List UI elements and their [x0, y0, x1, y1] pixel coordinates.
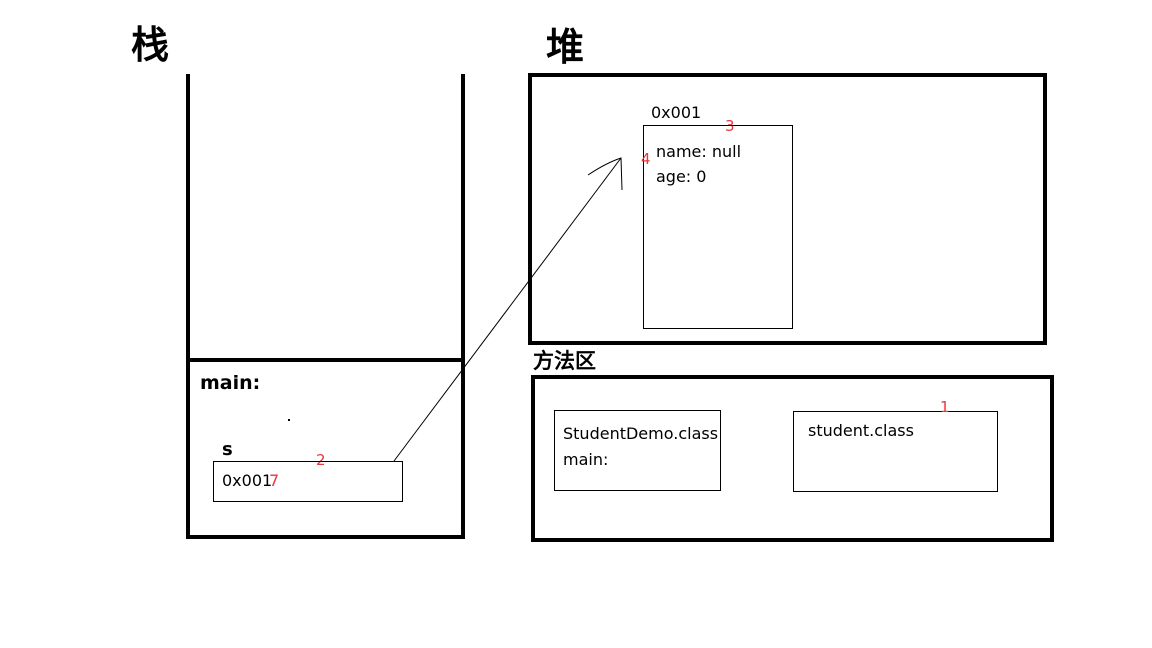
arrow-shaft [393, 157, 622, 462]
class-box-student [793, 411, 998, 492]
field-age: age: 0 [656, 167, 707, 186]
marker-object: 3 [725, 117, 735, 135]
class-method-main: main: [563, 450, 609, 469]
class-name-studentdemo: StudentDemo.class [563, 424, 719, 443]
stack-bottom [186, 535, 465, 539]
variable-name: s [222, 439, 233, 460]
object-address: 0x001 [651, 103, 702, 122]
stack-frame-divider [186, 358, 465, 362]
main-frame-label: main: [200, 372, 261, 394]
marker-arrow: 4 [641, 150, 651, 168]
arrow-head [587, 157, 623, 191]
field-name: name: null [656, 142, 742, 161]
method-area-title: 方法区 [533, 349, 596, 373]
heap-title: 堆 [546, 25, 585, 69]
marker-frame: 2 [316, 451, 326, 469]
stack-left-wall [186, 74, 190, 539]
stack-right-wall [461, 74, 465, 539]
heap-object-box [643, 125, 793, 329]
marker-class: 1 [940, 398, 950, 416]
class-name-student: student.class [808, 421, 914, 440]
stack-title: 栈 [131, 23, 170, 67]
variable-box [213, 461, 403, 502]
variable-value: 0x001 [222, 471, 273, 490]
class-box-studentdemo [554, 410, 721, 491]
stray-dot [288, 419, 290, 421]
heap-area [528, 73, 1047, 345]
method-area [531, 375, 1054, 542]
marker-variable: 7 [269, 471, 280, 490]
